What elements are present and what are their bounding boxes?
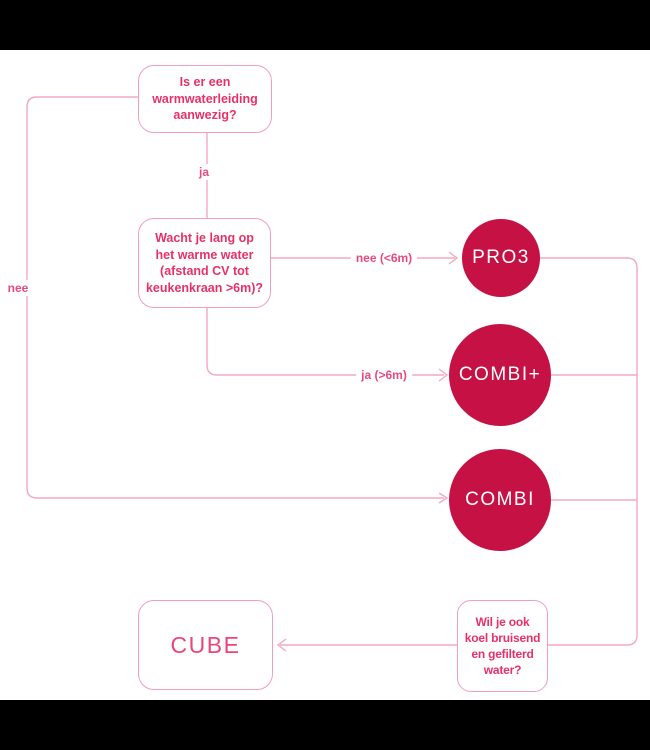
arrowhead-to-cube — [276, 638, 287, 652]
arrowhead-to-combi — [438, 492, 449, 504]
edge-ja-6m-line — [206, 308, 444, 376]
product-box-cube: CUBE — [138, 600, 273, 690]
edge-nee-line — [26, 96, 444, 499]
question-box-wachttijd: Wacht je lang op het warme water (afstan… — [138, 218, 271, 308]
edge-label-ja-gt-6m: ja (>6m) — [356, 367, 412, 383]
edge-label-ja: ja — [193, 164, 215, 180]
edge-label-nee-lt-6m: nee (<6m) — [350, 250, 418, 266]
arrowhead-to-combiplus — [438, 368, 449, 382]
question-box-warmwaterleiding: Is er een warmwaterleiding aanwezig? — [138, 65, 272, 133]
edge-right-rail — [540, 257, 638, 646]
bottom-letterbox-bar — [0, 700, 650, 750]
product-circle-combi-plus: COMBI+ — [449, 324, 551, 426]
product-circle-pro3: PRO3 — [462, 219, 540, 297]
arrowhead-to-pro3 — [448, 251, 459, 265]
question-box-koel-bruisend: Wil je ook koel bruisend en gefilterd wa… — [457, 600, 548, 692]
product-circle-combi: COMBI — [449, 449, 551, 551]
top-letterbox-bar — [0, 0, 650, 50]
edge-label-nee: nee — [2, 280, 34, 296]
